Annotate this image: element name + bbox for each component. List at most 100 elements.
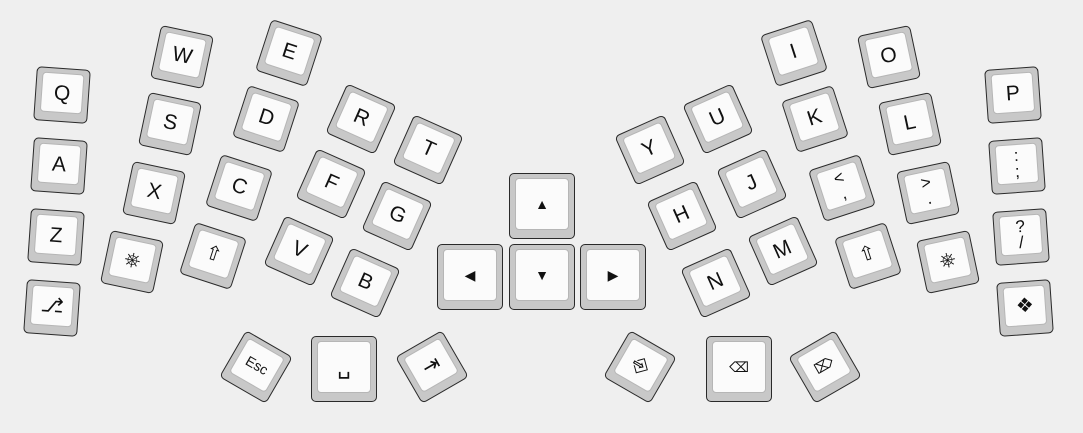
keycap: D — [240, 91, 293, 143]
key-f[interactable]: F — [295, 148, 367, 220]
key-v[interactable]: V — [263, 215, 335, 287]
keycap: ⎈ — [922, 236, 973, 284]
key-arrow-left[interactable]: ◀ — [437, 244, 503, 310]
key-b[interactable]: B — [329, 247, 401, 319]
key-label: I — [787, 39, 800, 63]
key-label: ▼ — [535, 266, 549, 283]
keycap: G — [370, 187, 426, 241]
key-label: ⌦ — [811, 352, 837, 377]
key-g[interactable]: G — [361, 180, 433, 252]
key-ctrl[interactable]: ⎈ — [915, 229, 981, 295]
key-shift[interactable]: ⇧ — [833, 221, 903, 291]
key-symbol[interactable]: ? / — [992, 208, 1050, 266]
key-i[interactable]: I — [759, 18, 829, 88]
key-label: D — [255, 103, 278, 131]
keycap: ▼ — [515, 249, 569, 301]
key-c[interactable]: C — [204, 153, 274, 223]
key-label: > . — [918, 172, 934, 209]
key-tab[interactable]: ⇥ — [395, 330, 469, 404]
key-q[interactable]: Q — [33, 66, 91, 124]
key-super[interactable]: ❖ — [996, 279, 1054, 337]
key-x[interactable]: X — [121, 160, 187, 226]
keycap: Y — [621, 121, 677, 175]
key-w[interactable]: W — [149, 24, 215, 90]
key-label: F — [321, 169, 343, 196]
key-space[interactable]: ␣ — [311, 336, 377, 402]
keycap: ⎈ — [107, 236, 158, 284]
key-label: < , — [831, 167, 849, 203]
keycap: < , — [815, 160, 868, 212]
key-label: P — [1005, 81, 1021, 105]
keycap: Q — [39, 71, 85, 115]
key-enter[interactable]: ⎆ — [603, 330, 677, 404]
key-label: R — [350, 103, 374, 131]
keycap: I — [767, 25, 820, 77]
key-n[interactable]: N — [680, 247, 752, 319]
key-label: C — [228, 172, 251, 200]
key-label: ⎈ — [122, 247, 143, 272]
key-esc[interactable]: Esc — [219, 330, 293, 404]
key-label: A — [51, 152, 67, 176]
keycap: S — [145, 98, 196, 146]
keycap: B — [338, 254, 394, 308]
key-p[interactable]: P — [984, 66, 1042, 124]
key-o[interactable]: O — [856, 24, 922, 90]
keycap: ? / — [998, 213, 1044, 257]
key-shift[interactable]: ⇧ — [178, 221, 248, 291]
keycap: N — [687, 254, 743, 308]
keycap: W — [157, 31, 208, 79]
key-t[interactable]: T — [392, 114, 464, 186]
key-arrow-up[interactable]: ▲ — [509, 173, 575, 239]
keycap: ␣ — [317, 341, 371, 393]
key-s[interactable]: S — [137, 91, 203, 157]
keycap: M — [754, 222, 810, 276]
key-m[interactable]: M — [747, 215, 819, 287]
key-j[interactable]: J — [716, 148, 788, 220]
key-y[interactable]: Y — [614, 114, 686, 186]
key-label: ⇥ — [417, 350, 445, 380]
key-alt[interactable]: ⎇ — [23, 279, 81, 337]
key-delete[interactable]: ⌦ — [788, 330, 862, 404]
key-label: ? / — [1014, 216, 1026, 253]
key-label: H — [669, 200, 693, 228]
key-a[interactable]: A — [30, 137, 88, 195]
keycap: Esc — [228, 337, 286, 394]
key-label: S — [161, 109, 180, 135]
key-backspace[interactable]: ⌫ — [706, 336, 772, 402]
keycap: ▶ — [586, 249, 640, 301]
keycap: E — [263, 25, 316, 77]
key-u[interactable]: U — [682, 83, 754, 155]
key-symbol[interactable]: < , — [807, 153, 877, 223]
keycap: P — [990, 71, 1036, 115]
key-label: U — [705, 103, 729, 131]
keycap: U — [689, 90, 745, 144]
key-label: T — [418, 135, 440, 162]
key-k[interactable]: K — [780, 84, 850, 154]
keycap: ⇧ — [841, 228, 894, 280]
key-d[interactable]: D — [231, 84, 301, 154]
key-symbol[interactable]: : ; — [988, 137, 1046, 195]
key-label: ⌫ — [729, 358, 749, 375]
key-label: ⇧ — [855, 240, 879, 267]
key-label: Y — [638, 134, 661, 162]
key-l[interactable]: L — [877, 91, 943, 157]
keycap: ▲ — [515, 178, 569, 230]
keycap: ⎆ — [612, 337, 670, 394]
key-label: L — [901, 109, 918, 135]
key-symbol[interactable]: > . — [895, 160, 961, 226]
keycap: L — [884, 98, 935, 146]
key-e[interactable]: E — [254, 18, 324, 88]
key-label: : ; — [1013, 145, 1021, 182]
key-r[interactable]: R — [325, 83, 397, 155]
key-z[interactable]: Z — [27, 208, 85, 266]
key-ctrl[interactable]: ⎈ — [99, 229, 165, 295]
keycap: T — [401, 121, 457, 175]
keycap: O — [863, 31, 914, 79]
keycap: A — [36, 142, 82, 186]
key-label: Q — [53, 80, 72, 106]
key-h[interactable]: H — [646, 180, 718, 252]
key-arrow-right[interactable]: ▶ — [580, 244, 646, 310]
key-label: X — [145, 178, 164, 204]
key-arrow-down[interactable]: ▼ — [509, 244, 575, 310]
